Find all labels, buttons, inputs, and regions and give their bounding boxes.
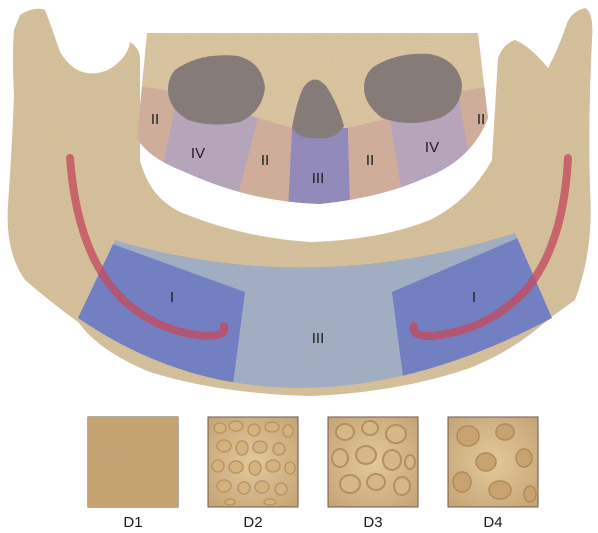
zone-label-maxilla-anterior: III xyxy=(312,170,325,187)
zone-label-maxilla-right-posterior: II xyxy=(477,111,485,128)
density-sample-d4: D4 xyxy=(448,417,538,531)
right-orbit-cavity xyxy=(364,54,462,123)
zone-label-mandible-anterior: III xyxy=(312,330,325,347)
zone-label-maxilla-right-premolar: II xyxy=(366,152,374,169)
left-orbit-cavity xyxy=(168,55,265,124)
density-label-d4: D4 xyxy=(483,514,502,531)
zone-label-mandible-left-posterior: I xyxy=(170,289,174,306)
density-sample-d1: D1 xyxy=(88,417,178,531)
zone-label-maxilla-right-molar: IV xyxy=(425,139,439,156)
zone-label-maxilla-left-premolar: II xyxy=(261,152,269,169)
zone-label-maxilla-left-posterior: II xyxy=(151,111,159,128)
density-label-d3: D3 xyxy=(363,514,382,531)
density-label-d1: D1 xyxy=(123,514,142,531)
density-sample-d3: D3 xyxy=(328,417,418,531)
zone-label-maxilla-left-molar: IV xyxy=(191,145,205,162)
zone-label-mandible-right-posterior: I xyxy=(472,289,476,306)
density-label-d2: D2 xyxy=(243,514,262,531)
density-sample-d2: D2 xyxy=(208,417,298,531)
